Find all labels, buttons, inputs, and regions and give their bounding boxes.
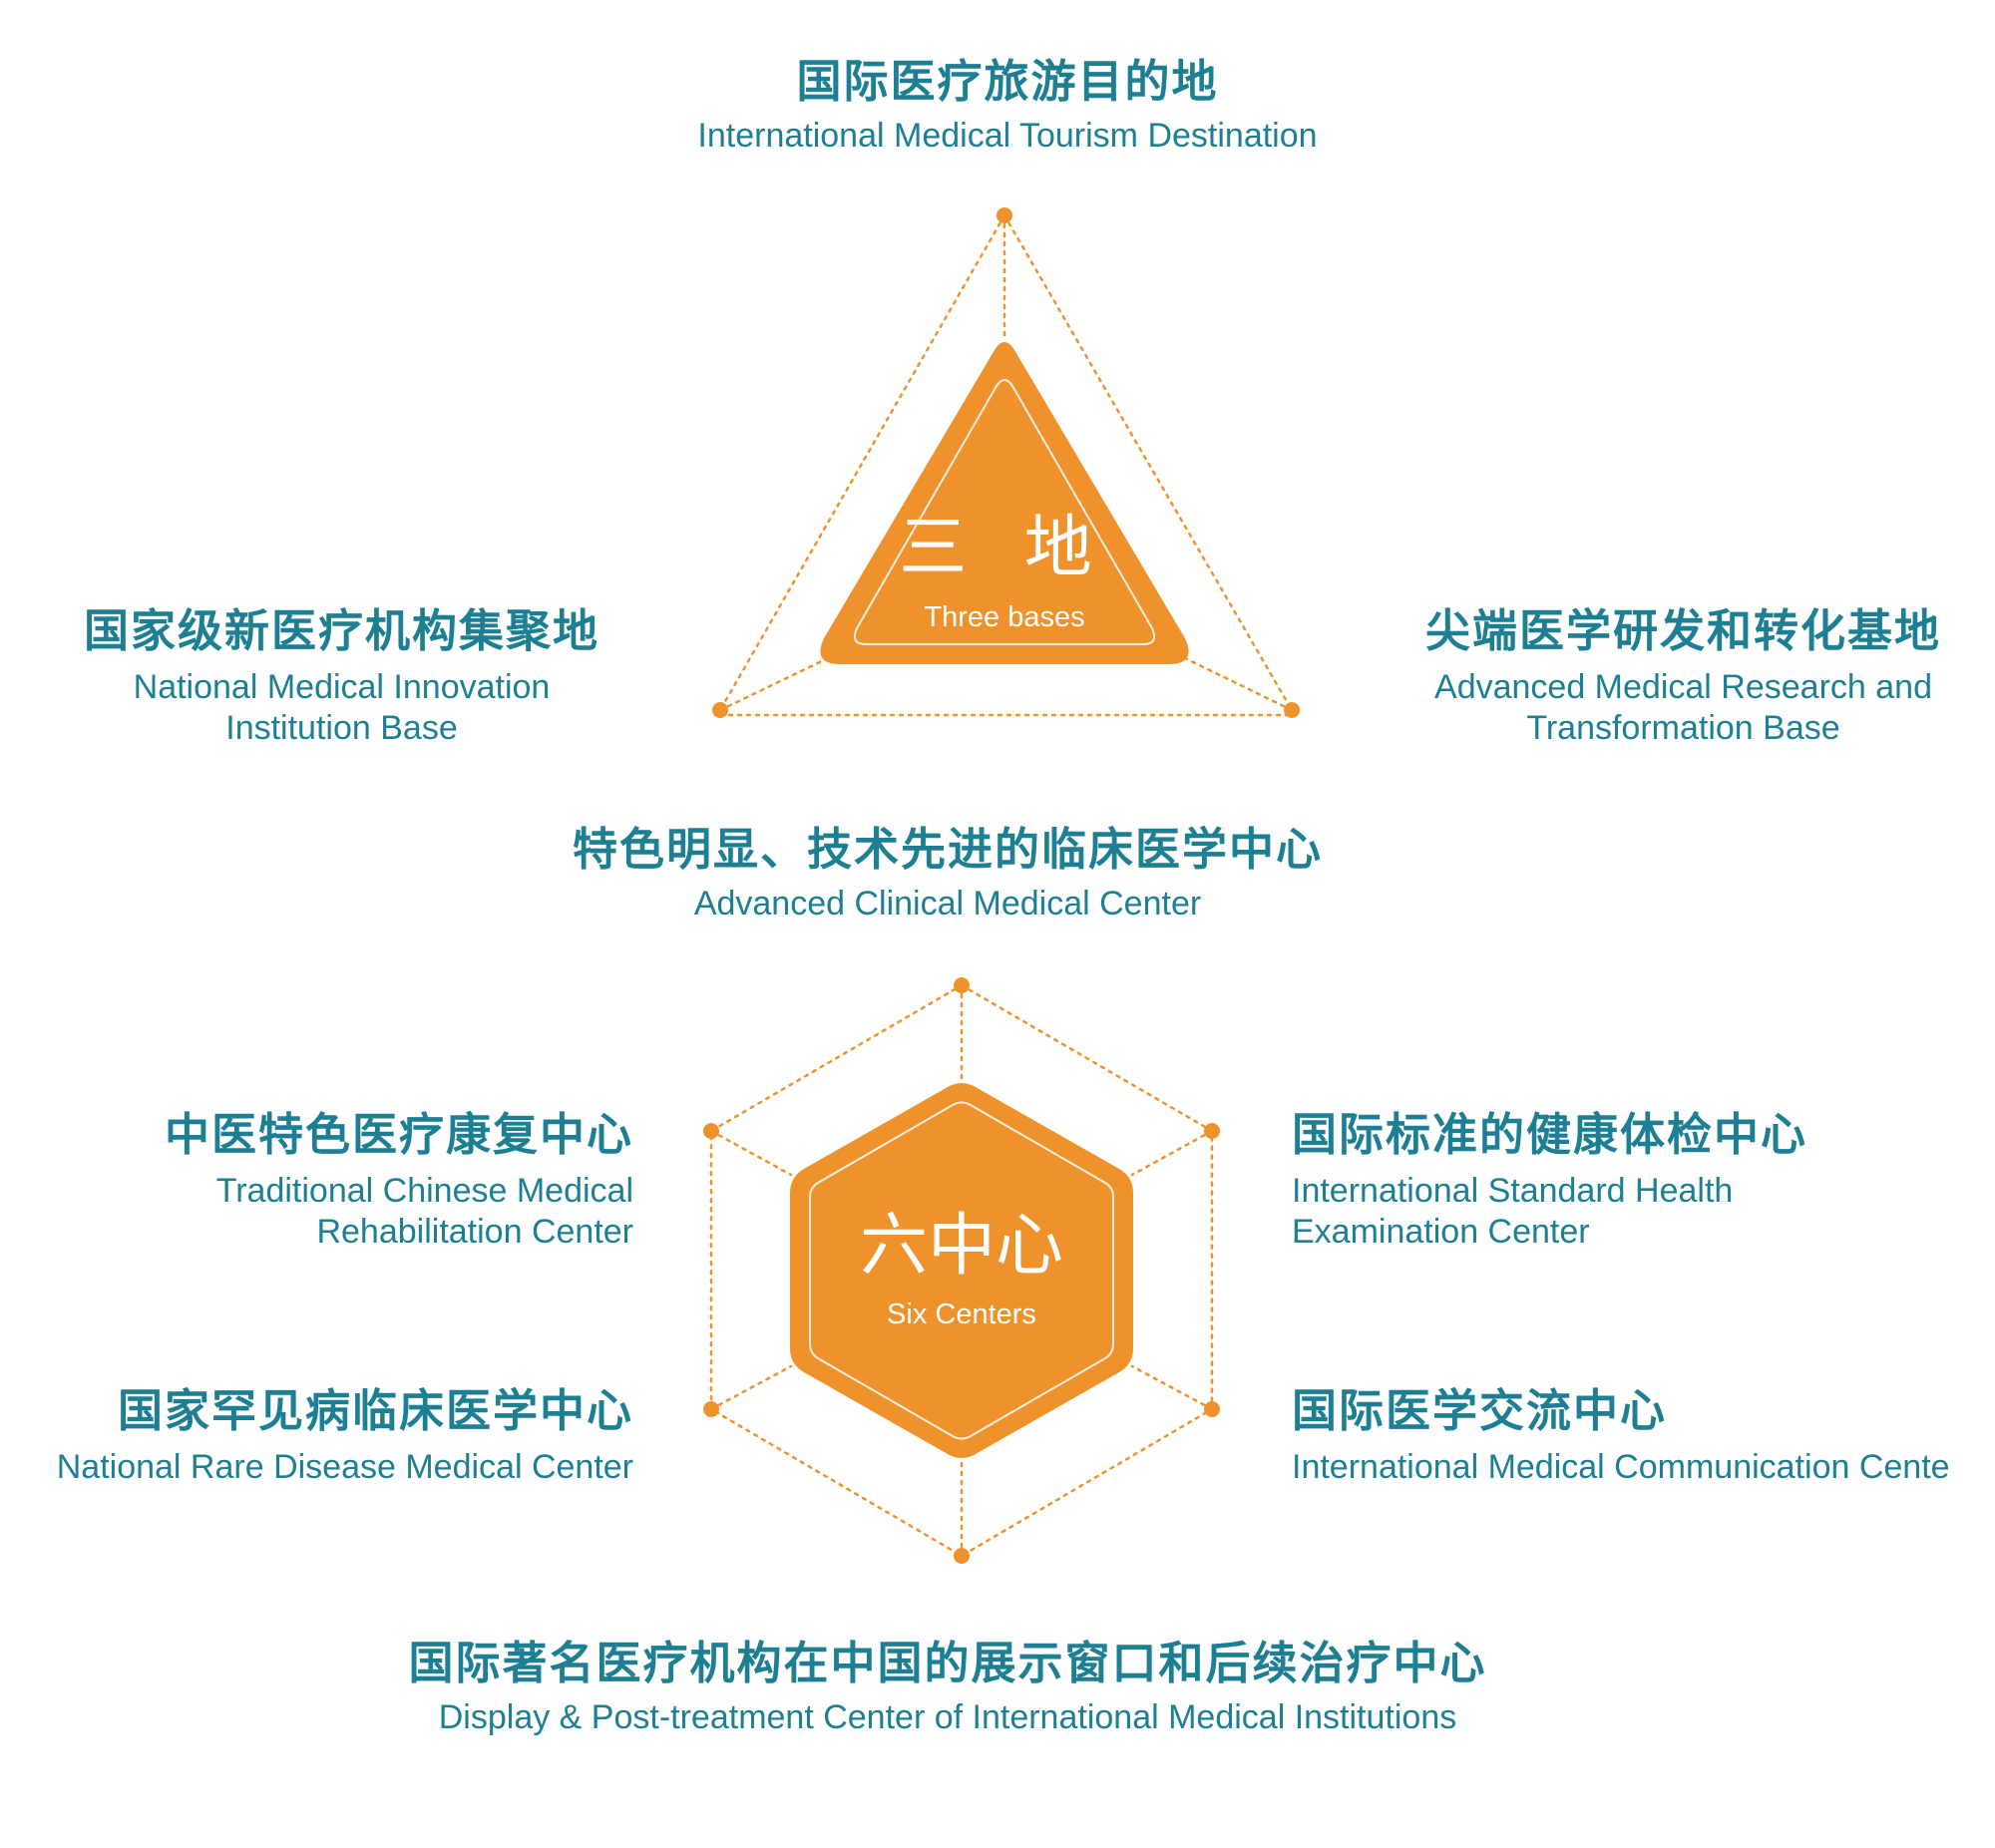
label-medical-innovation-base: 国家级新医疗机构集聚地 National Medical Innovation … bbox=[40, 601, 643, 749]
label-display-post-treatment-center: 国际著名医疗机构在中国的展示窗口和后续治疗中心 Display & Post-t… bbox=[299, 1634, 1596, 1738]
outer-triangle-edge-left bbox=[718, 213, 1006, 712]
label-health-examination-center: 国际标准的健康体检中心 International Standard Healt… bbox=[1292, 1105, 1980, 1253]
label-en-line2: Institution Base bbox=[225, 709, 458, 747]
label-en-line1: Advanced Medical Research and bbox=[1434, 668, 1932, 706]
spoke-upper-right bbox=[1130, 1129, 1214, 1177]
three-bases-subtitle: Three bases bbox=[924, 601, 1085, 633]
spoke-right bbox=[1183, 656, 1294, 712]
label-cn: 国家级新医疗机构集聚地 bbox=[83, 604, 599, 657]
label-en-line2: Rehabilitation Center bbox=[316, 1213, 633, 1251]
label-cn: 尖端医学研发和转化基地 bbox=[1424, 604, 1941, 657]
label-en-line1: National Medical Innovation bbox=[133, 668, 551, 706]
three-bases-triangle-inner-outline bbox=[853, 379, 1156, 645]
label-clinical-medical-center: 特色明显、技术先进的临床医学中心 Advanced Clinical Medic… bbox=[469, 820, 1426, 924]
three-bases-title: 三 地 bbox=[899, 509, 1110, 587]
spoke-upper-left bbox=[709, 1129, 793, 1177]
label-cn: 特色明显、技术先进的临床医学中心 bbox=[572, 823, 1323, 876]
outer-triangle-edge-right bbox=[1002, 213, 1294, 712]
label-en: National Rare Disease Medical Center bbox=[56, 1448, 633, 1486]
label-cn: 中医特色医疗康复中心 bbox=[164, 1108, 633, 1161]
node-top bbox=[997, 207, 1012, 223]
label-en: International Medical Communication Cent… bbox=[1292, 1448, 1950, 1486]
node-upper-right bbox=[1204, 1123, 1220, 1139]
node-lower-left bbox=[703, 1401, 719, 1417]
three-bases-outer-frame bbox=[718, 213, 1294, 717]
label-medical-communication-center: 国际医学交流中心 International Medical Communica… bbox=[1292, 1381, 1995, 1488]
three-bases-nodes bbox=[712, 207, 1300, 718]
six-centers-hexagon-inner-outline bbox=[809, 1101, 1114, 1440]
node-lower-right bbox=[1204, 1401, 1220, 1417]
six-centers-subtitle: Six Centers bbox=[887, 1298, 1036, 1330]
label-en-line1: International Standard Health bbox=[1292, 1172, 1734, 1210]
label-cn: 国家罕见病临床医学中心 bbox=[117, 1384, 633, 1437]
spoke-left bbox=[718, 656, 830, 712]
label-en: Advanced Clinical Medical Center bbox=[693, 885, 1202, 923]
node-upper-left bbox=[703, 1123, 719, 1139]
label-en: Display & Post-treatment Center of Inter… bbox=[438, 1698, 1457, 1736]
label-tcm-rehabilitation-center: 中医特色医疗康复中心 Traditional Chinese Medical R… bbox=[60, 1105, 633, 1253]
label-en-line1: Traditional Chinese Medical bbox=[215, 1172, 633, 1210]
node-top bbox=[954, 977, 970, 993]
label-rare-disease-center: 国家罕见病临床医学中心 National Rare Disease Medica… bbox=[20, 1381, 633, 1488]
node-bottom bbox=[954, 1548, 970, 1564]
label-cn: 国际医学交流中心 bbox=[1292, 1384, 1668, 1437]
node-left bbox=[712, 702, 728, 718]
spoke-lower-left bbox=[709, 1364, 793, 1411]
node-right bbox=[1284, 702, 1300, 718]
label-cn: 国际标准的健康体检中心 bbox=[1292, 1108, 1808, 1161]
label-cn: 国际医疗旅游目的地 bbox=[796, 55, 1219, 108]
six-centers-hexagon bbox=[790, 1083, 1133, 1458]
label-medical-research-base: 尖端医学研发和转化基地 Advanced Medical Research an… bbox=[1382, 601, 1985, 749]
six-centers-title: 六中心 bbox=[859, 1207, 1063, 1286]
label-en-line2: Transformation Base bbox=[1526, 709, 1840, 747]
label-en: International Medical Tourism Destinatio… bbox=[697, 117, 1318, 155]
three-bases-triangle bbox=[820, 342, 1189, 664]
label-medical-tourism-destination: 国际医疗旅游目的地 International Medical Tourism … bbox=[559, 52, 1456, 157]
spoke-lower-right bbox=[1130, 1364, 1214, 1411]
six-centers-nodes bbox=[703, 977, 1220, 1564]
label-en-line2: Examination Center bbox=[1292, 1213, 1590, 1251]
label-cn: 国际著名医疗机构在中国的展示窗口和后续治疗中心 bbox=[408, 1637, 1487, 1689]
